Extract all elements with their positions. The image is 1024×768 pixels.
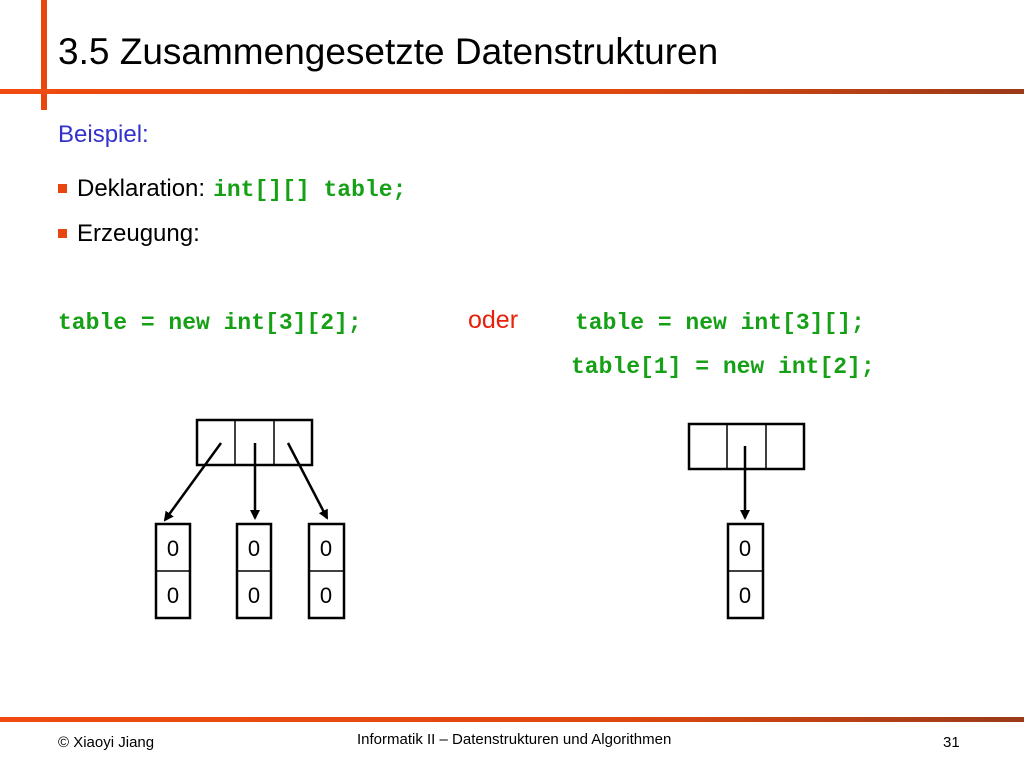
title-accent-bar-horizontal	[0, 89, 1024, 94]
left-reference-arrow-0	[163, 442, 223, 522]
connector-oder: oder	[468, 306, 519, 334]
footer-page-number: 31	[943, 734, 960, 751]
title-accent-bar-vertical	[41, 0, 47, 110]
declaration-code: int[][] table;	[213, 177, 407, 203]
slide-title: 3.5 Zusammengesetzte Datenstrukturen	[58, 31, 719, 72]
array-cell-value: 0	[739, 583, 751, 608]
left-sub-array-0: 0 0	[154, 522, 192, 620]
left-sub-array-2: 0 0	[307, 522, 346, 620]
left-reference-arrow-2	[286, 442, 329, 520]
bullet-square-icon	[58, 184, 67, 193]
array-cell-value: 0	[320, 536, 332, 561]
bullet-declaration: Deklaration: int[][] table;	[58, 175, 406, 203]
array-cell-value: 0	[739, 536, 751, 561]
right-outer-array	[687, 422, 806, 471]
code-right-line-2: table[1] = new int[2];	[571, 354, 875, 380]
array-cell-value: 0	[248, 536, 260, 561]
array-cell-value: 0	[167, 583, 179, 608]
code-left: table = new int[3][2];	[58, 310, 362, 336]
array-cell-value: 0	[248, 583, 260, 608]
example-heading: Beispiel:	[58, 121, 149, 148]
bullet-creation-label: Erzeugung:	[77, 220, 200, 247]
code-right-line-1: table = new int[3][];	[575, 310, 865, 336]
array-cell-value: 0	[320, 583, 332, 608]
array-cell-value: 0	[167, 536, 179, 561]
right-sub-array-1: 0 0	[726, 522, 765, 620]
bullet-creation: Erzeugung:	[58, 220, 200, 248]
bullet-square-icon	[58, 229, 67, 238]
bullet-declaration-label: Deklaration:	[77, 175, 206, 202]
footer-copyright: © Xiaoyi Jiang	[58, 734, 155, 751]
left-sub-array-1: 0 0	[235, 522, 273, 620]
footer-accent-bar	[0, 717, 1024, 722]
footer-course-title: Informatik II – Datenstrukturen und Algo…	[357, 731, 672, 748]
